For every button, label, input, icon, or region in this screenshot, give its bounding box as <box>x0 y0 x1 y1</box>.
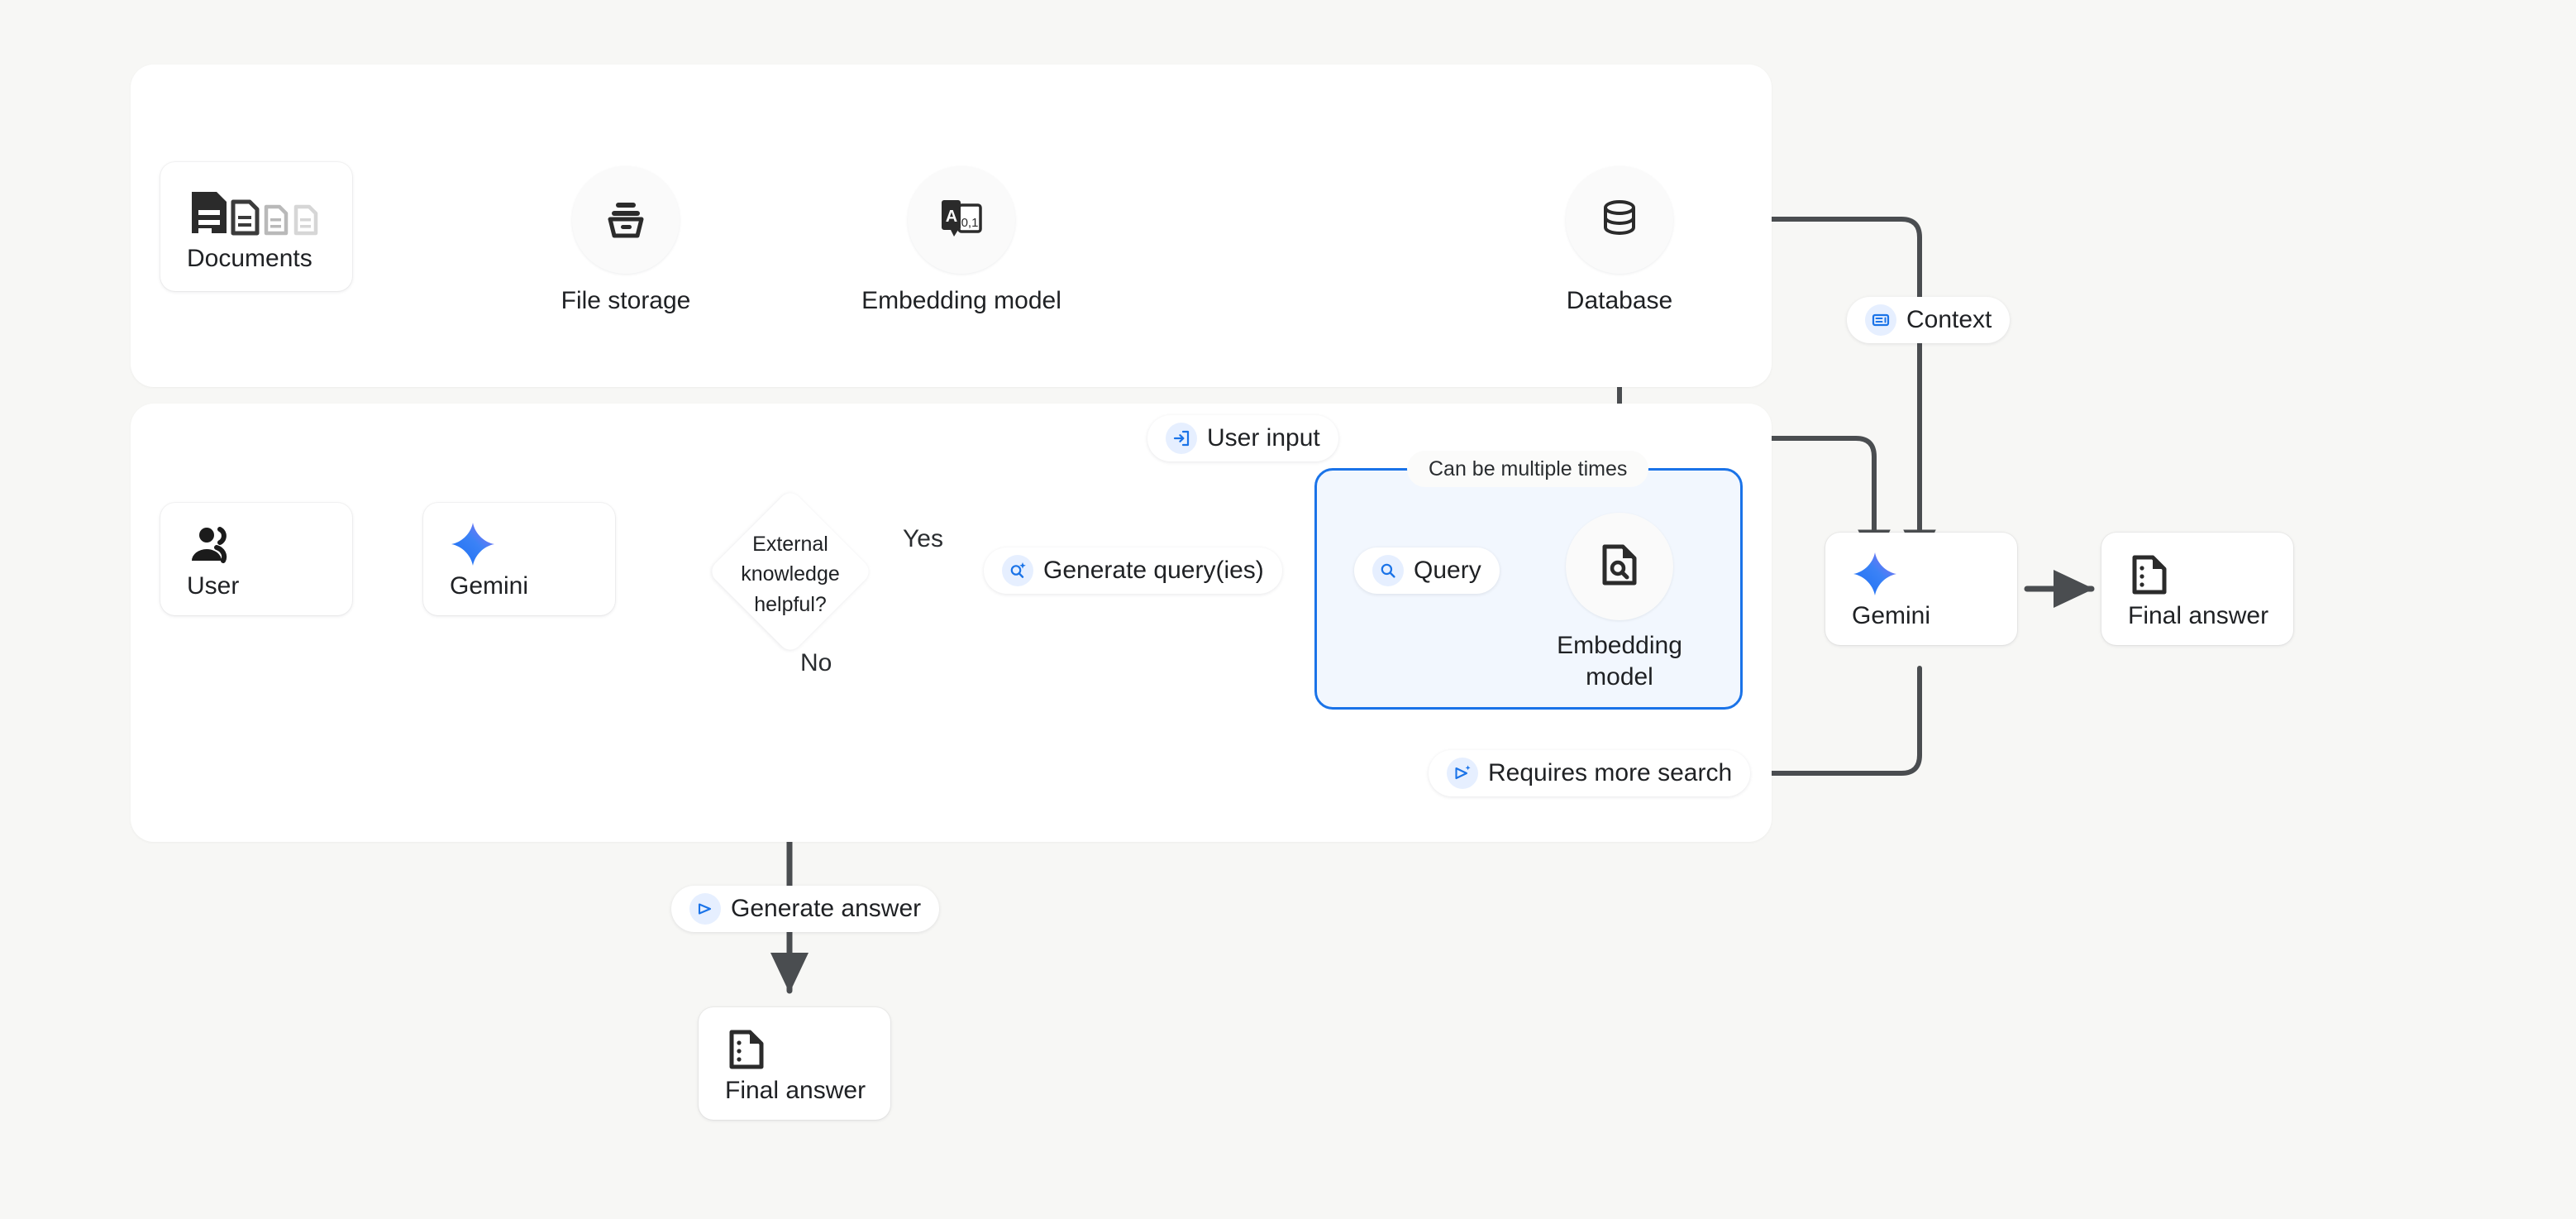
context-chip[interactable]: Context <box>1847 297 2011 343</box>
generate-queries-chip[interactable]: Generate query(ies) <box>984 547 1282 594</box>
file-storage-label: File storage <box>561 287 691 314</box>
decision-line-1: External <box>752 533 828 556</box>
final-answer-right-card[interactable]: Final answer <box>2101 533 2293 645</box>
user-input-label: User input <box>1207 424 1320 452</box>
documents-icon <box>190 190 324 241</box>
input-arrow-icon <box>1166 423 1197 454</box>
documents-label: Documents <box>187 245 312 272</box>
embedding-model-query-line-1: Embedding <box>1557 632 1682 659</box>
can-be-multiple-times-chip: Can be multiple times <box>1407 451 1649 487</box>
final-answer-right-label: Final answer <box>2128 602 2269 629</box>
final-answer-bottom-card[interactable]: Final answer <box>699 1007 890 1120</box>
embedding-model-label: Embedding model <box>861 287 1061 314</box>
requires-more-search-chip[interactable]: Requires more search <box>1429 750 1751 796</box>
can-be-multiple-times-label: Can be multiple times <box>1429 457 1628 480</box>
edge-requires-more-search <box>1727 666 1922 776</box>
user-icon <box>190 526 238 568</box>
gemini-first-card[interactable]: Gemini <box>423 503 615 615</box>
gemini-second-card[interactable]: Gemini <box>1825 533 2017 645</box>
context-label: Context <box>1906 306 1992 333</box>
document-search-icon <box>1598 542 1641 592</box>
gemini-star-icon <box>450 521 496 567</box>
gemini-second-label: Gemini <box>1852 602 1931 629</box>
user-label: User <box>187 572 240 600</box>
query-sparkle-icon <box>1002 555 1033 586</box>
final-answer-bottom-label: Final answer <box>725 1077 866 1104</box>
svg-text:A: A <box>946 208 957 226</box>
gemini-first-label: Gemini <box>450 572 529 600</box>
embedding-model-query-line-2: model <box>1586 662 1653 691</box>
embedding-model-icon: 0,1 A <box>937 195 986 246</box>
edge-label-no: No <box>800 649 832 676</box>
edge-database-to-gemini-context <box>1719 217 1936 565</box>
documents-card[interactable]: Documents <box>160 162 352 291</box>
decision-line-3: helpful? <box>754 592 827 616</box>
generate-queries-label: Generate query(ies) <box>1043 557 1264 584</box>
database-node[interactable] <box>1566 166 1673 274</box>
gemini-star-icon <box>1852 551 1898 597</box>
embedding-model-query-node[interactable] <box>1566 513 1673 620</box>
decision-line-2: knowledge <box>741 562 840 586</box>
requires-more-search-label: Requires more search <box>1488 759 1733 786</box>
context-panel-icon <box>1865 304 1896 336</box>
search-icon <box>1372 555 1404 586</box>
user-card[interactable]: User <box>160 503 352 615</box>
query-label: Query <box>1414 557 1481 584</box>
send-sparkle-icon <box>1447 758 1478 789</box>
final-answer-icon <box>2130 554 2169 600</box>
svg-text:0,1: 0,1 <box>961 216 979 230</box>
database-label: Database <box>1566 287 1673 314</box>
decision-label: External knowledge helpful? <box>699 529 881 619</box>
generate-answer-label: Generate answer <box>731 895 922 922</box>
user-input-chip[interactable]: User input <box>1147 415 1338 461</box>
embedding-model-node[interactable]: 0,1 A <box>908 166 1015 274</box>
database-icon <box>1596 195 1643 246</box>
final-answer-icon <box>727 1029 766 1074</box>
generate-answer-chip[interactable]: Generate answer <box>671 886 940 932</box>
send-icon <box>689 893 721 925</box>
file-storage-node[interactable] <box>572 166 680 274</box>
embedding-model-query-label: Embedding model <box>1500 630 1739 692</box>
file-storage-icon <box>603 195 649 246</box>
edge-label-yes: Yes <box>903 525 943 552</box>
query-chip[interactable]: Query <box>1354 547 1500 594</box>
